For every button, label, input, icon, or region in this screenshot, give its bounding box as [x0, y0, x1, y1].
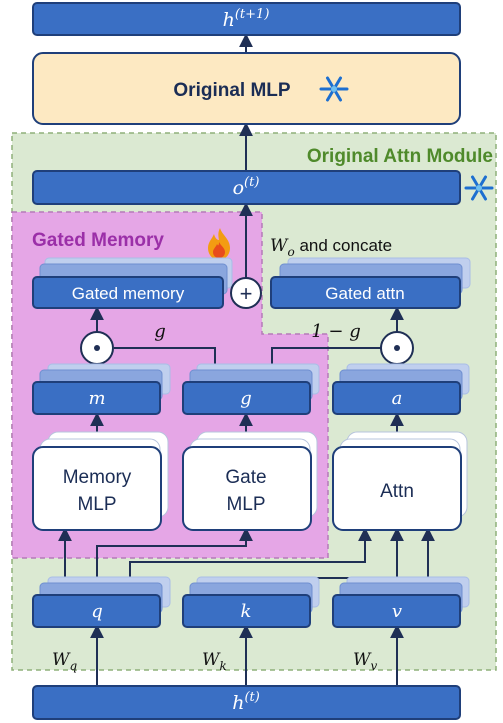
gated-attn-box-label: Gated attn — [325, 284, 404, 303]
memory-mlp-line2: MLP — [77, 494, 116, 515]
odot-attn-operator — [380, 331, 414, 365]
svg-text:o(t): o(t) — [233, 175, 260, 199]
original-mlp-node: Original MLP — [32, 52, 461, 125]
one-minus-g-label: 1 − g — [311, 321, 361, 342]
wq-label: Wq — [52, 650, 77, 673]
wo-symbol: W — [270, 236, 289, 256]
plus-operator: + — [230, 277, 262, 309]
m-label: m — [88, 388, 105, 409]
gated-attn-stack: Gated attn — [270, 257, 471, 309]
a-stack: a — [332, 363, 470, 415]
o-t-superscript: (t) — [244, 175, 259, 190]
h-next-node: h(t+1) — [32, 2, 461, 36]
wk-label: Wk — [202, 650, 227, 673]
h-t-symbol: h — [232, 692, 244, 714]
h-t-node: h(t) — [32, 685, 461, 720]
wo-concat-label: Wo and concate — [270, 236, 392, 259]
snowflake-icon — [319, 76, 349, 102]
o-t-node: o(t) — [32, 170, 461, 205]
q-label: q — [91, 601, 103, 622]
k-stack: k — [182, 576, 320, 628]
snowflake-icon — [464, 175, 494, 201]
original-mlp-label: Original MLP — [173, 80, 291, 101]
svg-text:h(t+1): h(t+1) — [223, 7, 270, 31]
h-next-symbol: h — [223, 9, 235, 31]
o-t-symbol: o — [233, 177, 244, 199]
m-stack: m — [32, 363, 171, 415]
g-label: g — [240, 388, 252, 409]
gate-mlp-line1: Gate — [225, 467, 266, 488]
memory-mlp-line1: Memory — [63, 467, 132, 488]
gate-mlp-stack: Gate MLP — [182, 431, 318, 531]
attn-label: Attn — [380, 481, 414, 502]
gated-memory-label: Gated Memory — [32, 230, 164, 251]
gated-memory-box-label: Gated memory — [72, 284, 185, 303]
attn-module-label: Original Attn Module — [307, 146, 493, 167]
a-label: a — [392, 388, 403, 409]
q-stack: q — [32, 576, 171, 628]
h-next-superscript: (t+1) — [235, 7, 270, 22]
fire-icon — [208, 228, 230, 260]
g-weight-label: g — [154, 321, 166, 342]
svg-text:+: + — [240, 281, 253, 306]
attn-stack: Attn — [332, 431, 468, 531]
wv-label: Wv — [353, 650, 377, 673]
h-t-superscript: (t) — [244, 690, 259, 705]
g-stack: g — [182, 363, 320, 415]
v-stack: v — [332, 576, 470, 628]
svg-text:h(t): h(t) — [232, 690, 260, 714]
v-label: v — [392, 601, 402, 622]
odot-memory-operator — [80, 331, 114, 365]
k-label: k — [241, 601, 252, 622]
memory-mlp-stack: Memory MLP — [32, 431, 169, 531]
wo-subscript: o — [287, 245, 294, 259]
wo-suffix: and concate — [295, 236, 392, 255]
gated-memory-stack: Gated memory — [32, 257, 233, 309]
gate-mlp-line2: MLP — [226, 494, 265, 515]
